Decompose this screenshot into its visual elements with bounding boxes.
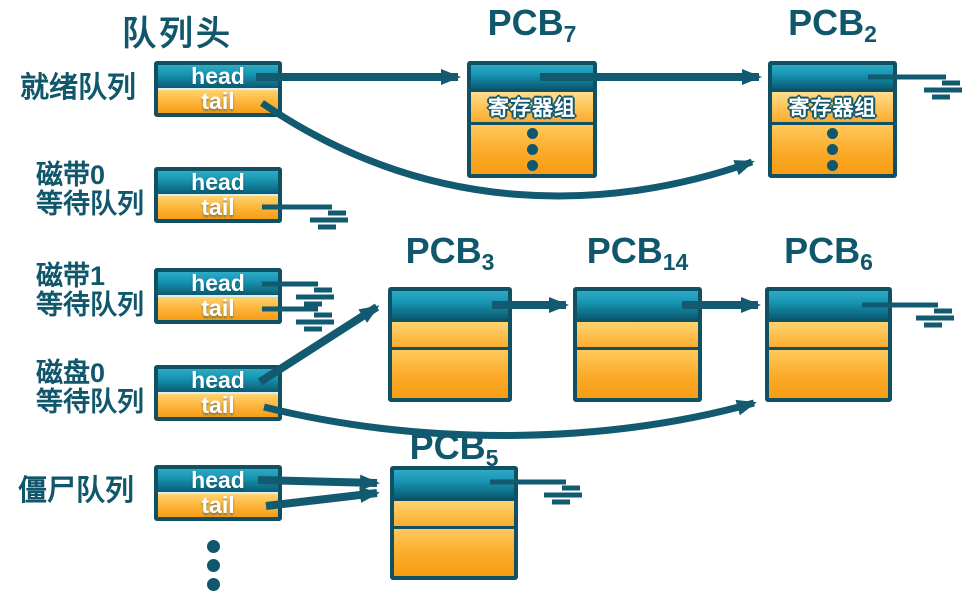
pcb5-middle-field (394, 498, 514, 526)
pcb6-middle-field (769, 319, 888, 347)
pcb6-link-field (769, 291, 888, 319)
tail-label: tail (201, 492, 235, 518)
ground-icon (310, 210, 348, 230)
pcb7-register-field: 寄存器组 (471, 89, 593, 122)
head-pointer-cell: head (158, 65, 278, 88)
queue-pointer-box-disk0: head tail (154, 365, 282, 421)
tail-pointer-cell: tail (158, 194, 278, 219)
head-pointer-cell: head (158, 171, 278, 194)
queue-label-ready: 就绪队列 (20, 74, 136, 103)
head-label: head (191, 367, 245, 393)
pcb7-body-field (471, 122, 593, 174)
pcb-name: PCB (788, 2, 865, 43)
head-label: head (191, 169, 245, 195)
tail-label: tail (201, 392, 235, 418)
vertical-ellipsis-icon (827, 123, 838, 174)
head-label: head (191, 63, 245, 89)
pcb3-title: PCB3 (388, 230, 512, 275)
queue-pointer-box-tape1: head tail (154, 268, 282, 324)
queue-pointer-box-ready: head tail (154, 61, 282, 117)
pcb14-body-field (577, 347, 698, 398)
pcb-subscript: 14 (662, 249, 689, 275)
queue-pointer-box-zombie: head tail (154, 465, 282, 521)
pcb7-box: 寄存器组 (467, 61, 597, 178)
tail-label: tail (201, 88, 235, 114)
head-pointer-cell: head (158, 469, 278, 492)
queue-label-text: 磁带1 (36, 261, 106, 291)
head-pointer-cell: head (158, 272, 278, 295)
head-label: head (191, 467, 245, 493)
pcb-name: PCB (405, 230, 482, 271)
pcb6-box (765, 287, 892, 402)
ground-icon (296, 287, 334, 307)
register-group-label: 寄存器组 (488, 97, 576, 120)
pcb2-box: 寄存器组 (768, 61, 897, 178)
pcb2-body-field (772, 122, 893, 174)
pcb14-box (573, 287, 702, 402)
queue-label-tape0: 磁带0 等待队列 (36, 161, 144, 219)
pcb5-title: PCB5 (390, 426, 518, 471)
pcb-subscript: 3 (481, 249, 495, 275)
queue-label-tape1: 磁带1 等待队列 (36, 262, 144, 320)
pcb3-middle-field (392, 319, 508, 347)
pcb6-title: PCB6 (765, 230, 892, 275)
tail-label: tail (201, 194, 235, 220)
diagram-title: 队列头 (122, 15, 233, 53)
pcb2-title: PCB2 (768, 2, 897, 47)
ground-icon (296, 312, 334, 332)
tail-pointer-cell: tail (158, 392, 278, 417)
queue-label-text: 等待队列 (36, 290, 144, 320)
ground-icon (924, 80, 962, 100)
vertical-ellipsis-icon (207, 534, 220, 597)
queue-pointer-box-tape0: head tail (154, 167, 282, 223)
pcb2-link-field (772, 65, 893, 89)
pcb-name: PCB (586, 230, 663, 271)
pcb7-link-field (471, 65, 593, 89)
head-label: head (191, 270, 245, 296)
tail-label: tail (201, 295, 235, 321)
queue-label-disk0: 磁盘0 等待队列 (36, 359, 144, 417)
queue-label-text: 僵尸队列 (18, 475, 135, 507)
pcb-subscript: 7 (563, 21, 577, 47)
pcb3-link-field (392, 291, 508, 319)
tail-pointer-cell: tail (158, 295, 278, 320)
pcb-name: PCB (409, 426, 486, 467)
link-zombie-tail-to-pcb5 (265, 487, 380, 510)
queue-label-text: 磁盘0 (36, 358, 106, 388)
pcb2-register-field: 寄存器组 (772, 89, 893, 122)
queue-label-zombie: 僵尸队列 (18, 477, 134, 506)
queue-label-text: 就绪队列 (20, 72, 137, 104)
pcb-name: PCB (487, 2, 564, 43)
queue-label-text: 等待队列 (36, 387, 144, 417)
ground-icon (916, 308, 954, 328)
pcb3-box (388, 287, 512, 402)
pcb6-body-field (769, 347, 888, 398)
pcb-subscript: 5 (485, 445, 499, 471)
pcb-name: PCB (784, 230, 861, 271)
ground-icon (544, 485, 582, 505)
tail-pointer-cell: tail (158, 88, 278, 113)
head-pointer-cell: head (158, 369, 278, 392)
pcb5-body-field (394, 526, 514, 576)
pcb-subscript: 2 (864, 21, 877, 47)
pcb7-title: PCB7 (467, 2, 597, 47)
pcb5-link-field (394, 470, 514, 498)
pcb5-box (390, 466, 518, 580)
pcb14-middle-field (577, 319, 698, 347)
pcb-subscript: 6 (860, 249, 873, 275)
pcb3-body-field (392, 347, 508, 398)
pcb14-title: PCB14 (573, 230, 702, 275)
pcb14-link-field (577, 291, 698, 319)
queue-label-text: 磁带0 (36, 160, 106, 190)
vertical-ellipsis-icon (526, 123, 538, 174)
register-group-label: 寄存器组 (788, 97, 877, 120)
tail-pointer-cell: tail (158, 492, 278, 517)
queue-label-text: 等待队列 (36, 189, 144, 219)
